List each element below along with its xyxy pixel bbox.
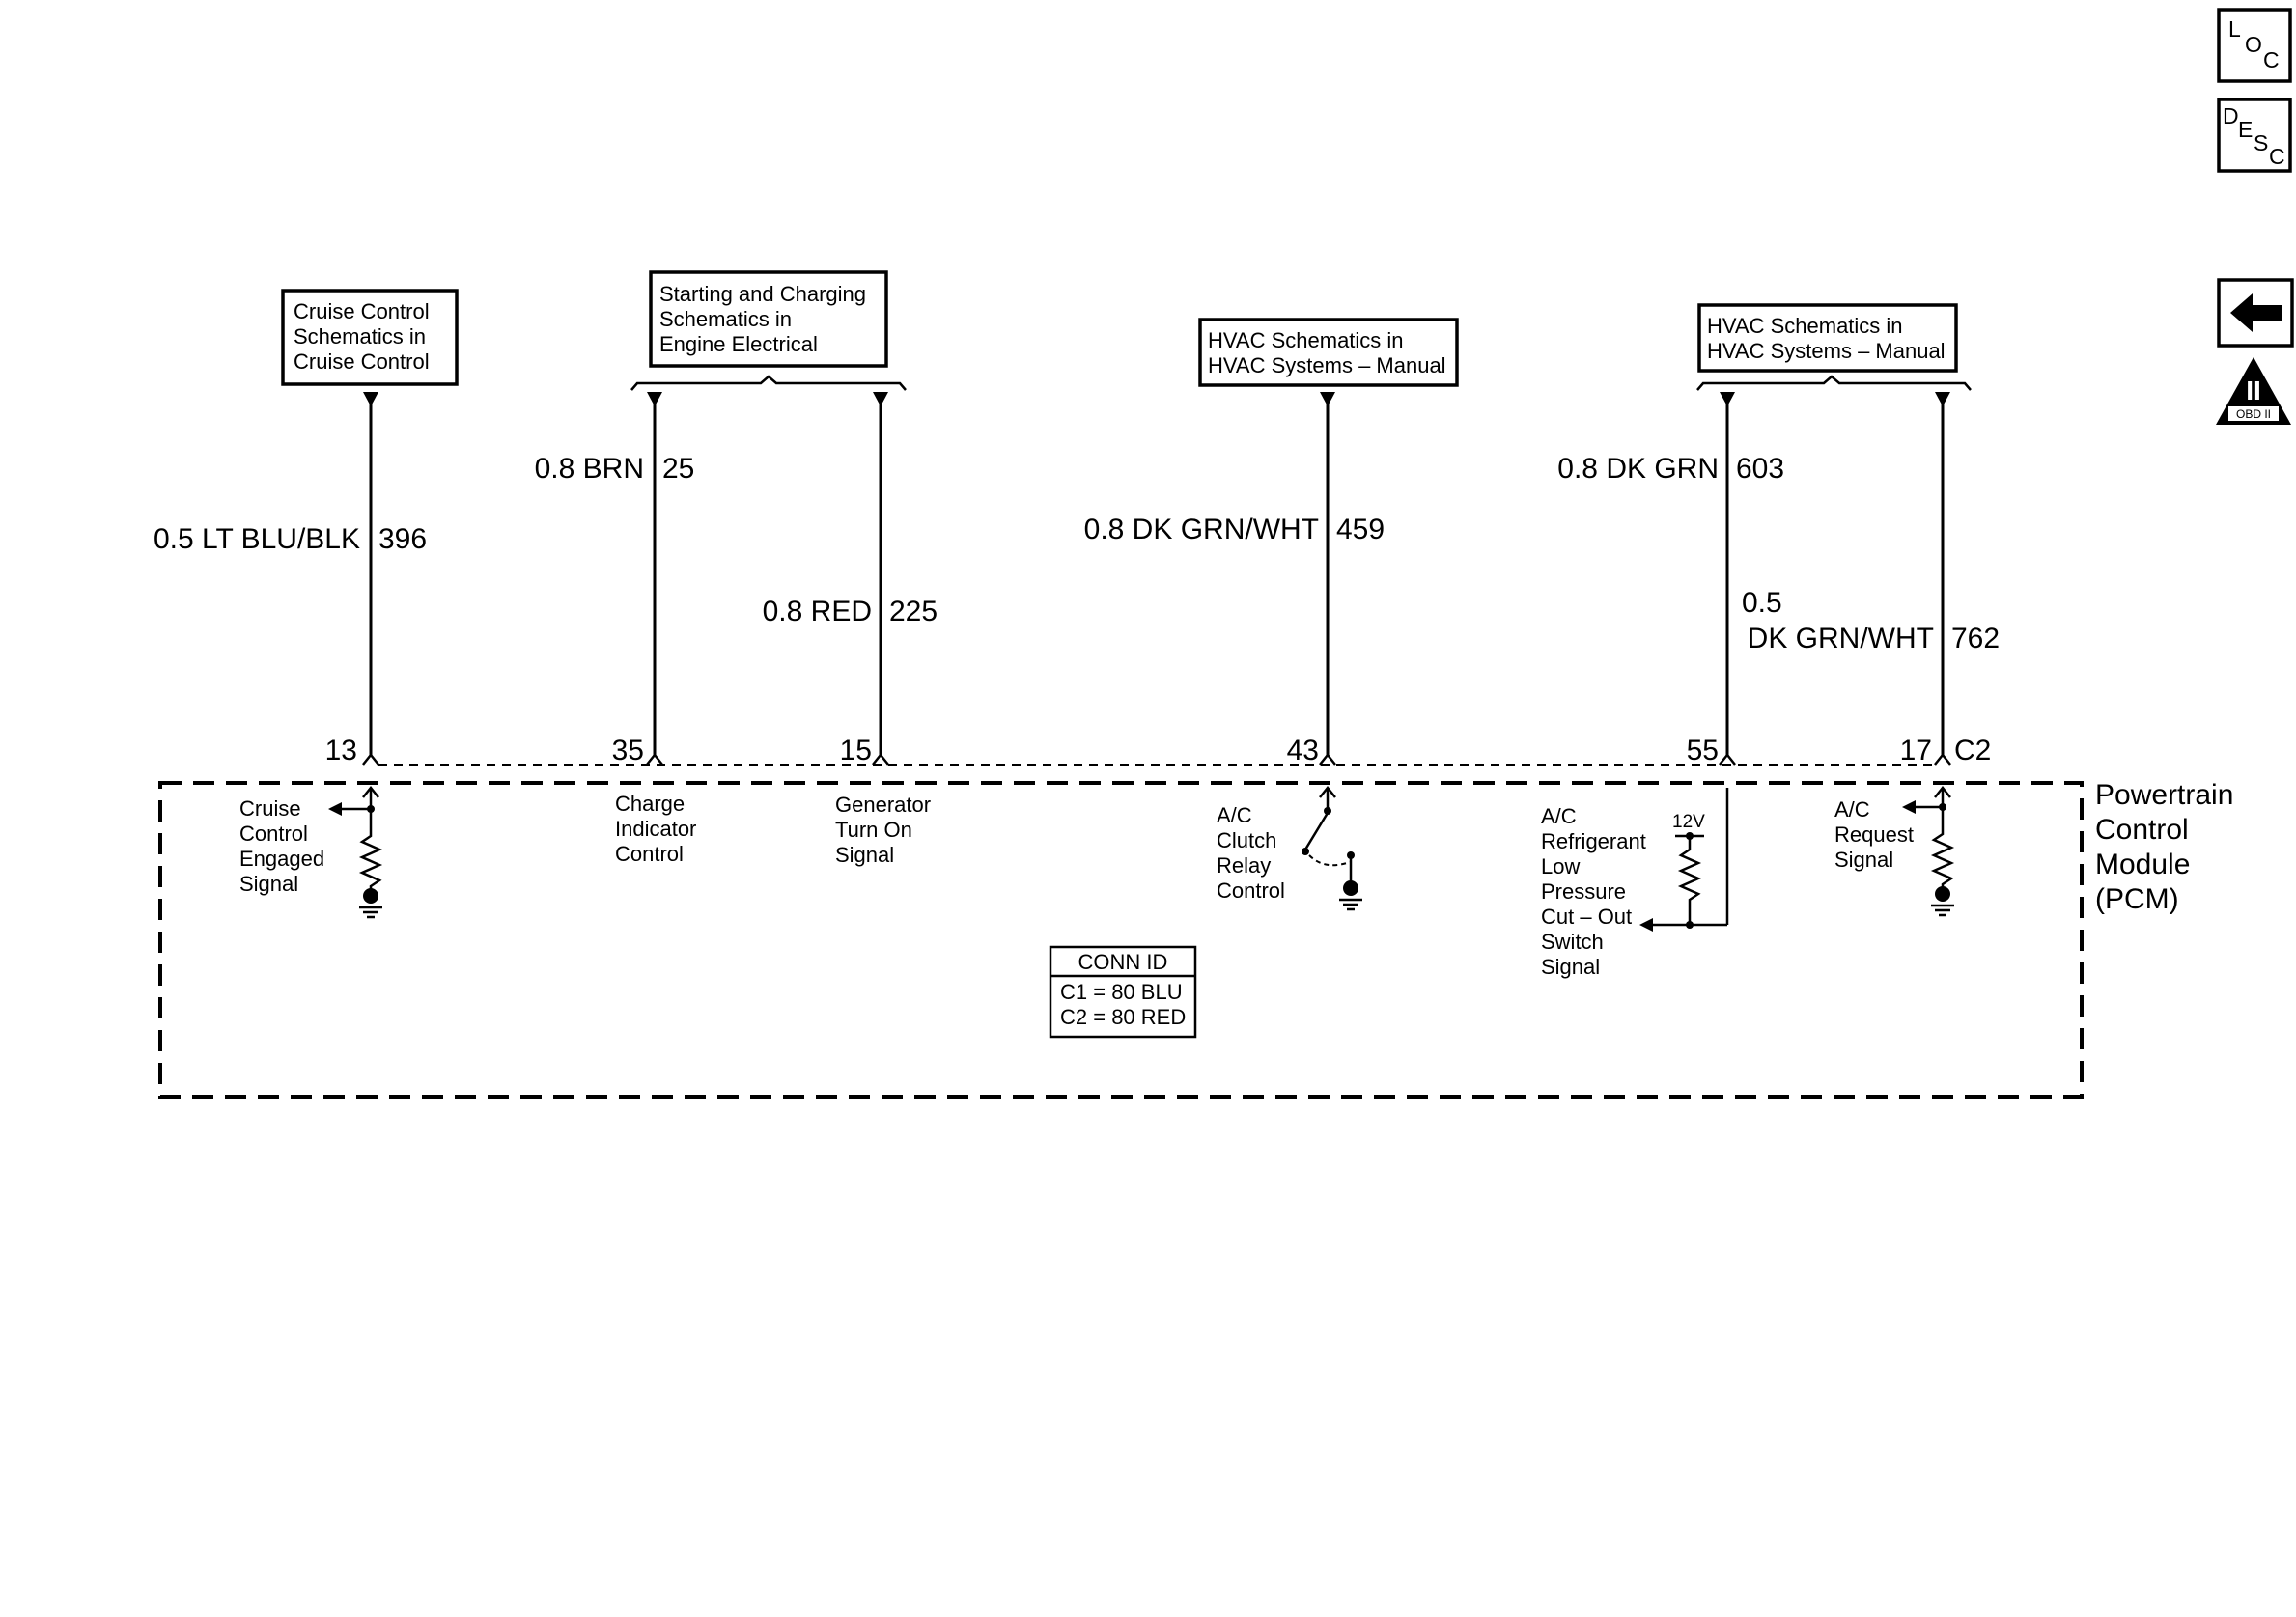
wire-459-circuit: 459 [1336, 514, 1385, 545]
pin-13: 13 [325, 735, 357, 767]
signal-cruise-line4: Signal [239, 872, 298, 896]
signal-acrefrig-line4: Pressure [1541, 879, 1626, 904]
signal-charge-line1: Charge [615, 792, 685, 816]
signal-acclutch-line4: Control [1217, 878, 1285, 903]
desc-letter-s: S [2254, 130, 2268, 155]
ref-cruise-control[interactable]: Cruise Control Schematics in Cruise Cont… [281, 289, 459, 386]
signal-charge-line3: Control [615, 842, 684, 866]
signal-cruise-line1: Cruise [239, 796, 301, 821]
signal-cruise-line3: Engaged [239, 847, 324, 871]
pcm-label-line3: Module [2095, 849, 2190, 880]
brace-charging [630, 375, 907, 391]
connector-c2-label: C2 [1954, 735, 1991, 767]
signal-cruise-line2: Control [239, 822, 308, 846]
signal-acclutch-line2: Clutch [1217, 828, 1276, 852]
wire-396-color: 0.5 LT BLU/BLK [154, 523, 360, 555]
ref-charging-line3: Engine Electrical [659, 332, 818, 356]
wire-25-circuit: 25 [662, 453, 694, 485]
circuit-generator-turn-on: Generator Turn On Signal [835, 793, 931, 867]
desc-letter-e: E [2238, 117, 2253, 142]
wire-225-color: 0.8 RED [763, 596, 872, 627]
conn-id-c1: C1 = 80 BLU [1060, 980, 1183, 1004]
desc-button[interactable]: D E S C [2217, 98, 2292, 173]
wire-25: 0.8 BRN 25 35 [535, 392, 694, 767]
ref-charging-line1: Starting and Charging [659, 282, 866, 306]
ref-cruise-line1: Cruise Control [294, 299, 430, 323]
brace-hvac-2 [1696, 375, 1972, 391]
pcm-module-label: Powertrain Control Module (PCM) [2095, 779, 2233, 915]
wire-396: 0.5 LT BLU/BLK 396 13 [154, 392, 427, 767]
signal-acclutch-line3: Relay [1217, 853, 1271, 878]
loc-letter-o: O [2245, 32, 2262, 57]
pin-15: 15 [840, 735, 872, 767]
signal-acrefrig-line2: Refrigerant [1541, 829, 1646, 853]
wire-603-circuit: 603 [1736, 453, 1784, 485]
signal-acrefrig-line7: Signal [1541, 955, 1600, 979]
ref-hvac2-line1: HVAC Schematics in [1707, 314, 1903, 338]
signal-charge-line2: Indicator [615, 817, 696, 841]
obd-label: OBD II [2236, 407, 2271, 421]
ref-cruise-line2: Schematics in [294, 324, 426, 348]
loc-letter-c: C [2263, 47, 2280, 72]
signal-acrefrig-line6: Switch [1541, 930, 1604, 954]
back-arrow-icon [2230, 293, 2282, 332]
desc-letter-c: C [2269, 144, 2285, 169]
pcm-label-line1: Powertrain [2095, 779, 2233, 811]
obd-numeral: II [2246, 376, 2261, 405]
back-arrow-button[interactable] [2217, 278, 2294, 348]
ref-hvac1-line2: HVAC Systems – Manual [1208, 353, 1446, 377]
pin-17: 17 [1900, 735, 1932, 767]
ref-hvac-2[interactable]: HVAC Schematics in HVAC Systems – Manual [1697, 303, 1958, 373]
pcm-label-line4: (PCM) [2095, 883, 2179, 915]
signal-acrequest-line3: Signal [1834, 848, 1893, 872]
signal-acrefrig-line5: Cut – Out [1541, 905, 1632, 929]
signal-acclutch-line1: A/C [1217, 803, 1252, 827]
circuit-cruise-engaged: Cruise Control Engaged Signal [239, 785, 383, 919]
loc-letter-l: L [2228, 16, 2241, 42]
ref-hvac1-line1: HVAC Schematics in [1208, 328, 1404, 352]
pin-43: 43 [1287, 735, 1319, 767]
desc-letter-d: D [2223, 103, 2239, 128]
wire-762: 0.5 DK GRN/WHT 762 17 C2 [1742, 392, 2000, 767]
conn-id-c2: C2 = 80 RED [1060, 1005, 1186, 1029]
loc-button[interactable]: L O C [2217, 8, 2292, 83]
signal-generator-line2: Turn On [835, 818, 912, 842]
wire-459: 0.8 DK GRN/WHT 459 43 [1084, 392, 1385, 767]
wire-225-circuit: 225 [889, 596, 938, 627]
pin-55: 55 [1687, 735, 1719, 767]
wire-25-color: 0.8 BRN [535, 453, 644, 485]
conn-id-table: CONN ID C1 = 80 BLU C2 = 80 RED [1049, 945, 1197, 1039]
signal-generator-line3: Signal [835, 843, 894, 867]
circuit-ac-refrigerant: 12V A/C Refrigerant Low Pressure Cut – O… [1541, 788, 1729, 979]
wire-603-color: 0.8 DK GRN [1557, 453, 1719, 485]
supply-12v-label: 12V [1672, 812, 1705, 832]
ref-cruise-line3: Cruise Control [294, 349, 430, 374]
wire-459-color: 0.8 DK GRN/WHT [1084, 514, 1319, 545]
signal-acrefrig-line3: Low [1541, 854, 1580, 878]
pcm-module-boundary [158, 781, 2084, 1099]
wire-762-gauge: 0.5 [1742, 587, 1782, 619]
wire-225: 0.8 RED 225 15 [763, 392, 938, 767]
wire-762-circuit: 762 [1951, 623, 2000, 655]
ref-hvac-1[interactable]: HVAC Schematics in HVAC Systems – Manual [1198, 318, 1459, 387]
pin-35: 35 [612, 735, 644, 767]
ref-starting-charging[interactable]: Starting and Charging Schematics in Engi… [649, 270, 888, 368]
signal-acrefrig-line1: A/C [1541, 804, 1577, 828]
pcm-label-line2: Control [2095, 814, 2189, 846]
ref-hvac2-line2: HVAC Systems – Manual [1707, 339, 1946, 363]
circuit-charge-indicator: Charge Indicator Control [615, 792, 696, 866]
circuit-ac-clutch-relay: A/C Clutch Relay Control [1217, 785, 1362, 911]
obd-ii-button[interactable]: II OBD II [2216, 357, 2291, 425]
wire-762-color: DK GRN/WHT [1748, 623, 1934, 655]
signal-acrequest-line1: A/C [1834, 797, 1870, 822]
wire-603: 0.8 DK GRN 603 55 [1557, 392, 1784, 767]
ref-charging-line2: Schematics in [659, 307, 792, 331]
circuit-ac-request: A/C Request Signal [1834, 785, 1955, 917]
conn-id-title: CONN ID [1078, 950, 1168, 974]
signal-generator-line1: Generator [835, 793, 931, 817]
wire-396-circuit: 396 [378, 523, 427, 555]
signal-acrequest-line2: Request [1834, 822, 1914, 847]
